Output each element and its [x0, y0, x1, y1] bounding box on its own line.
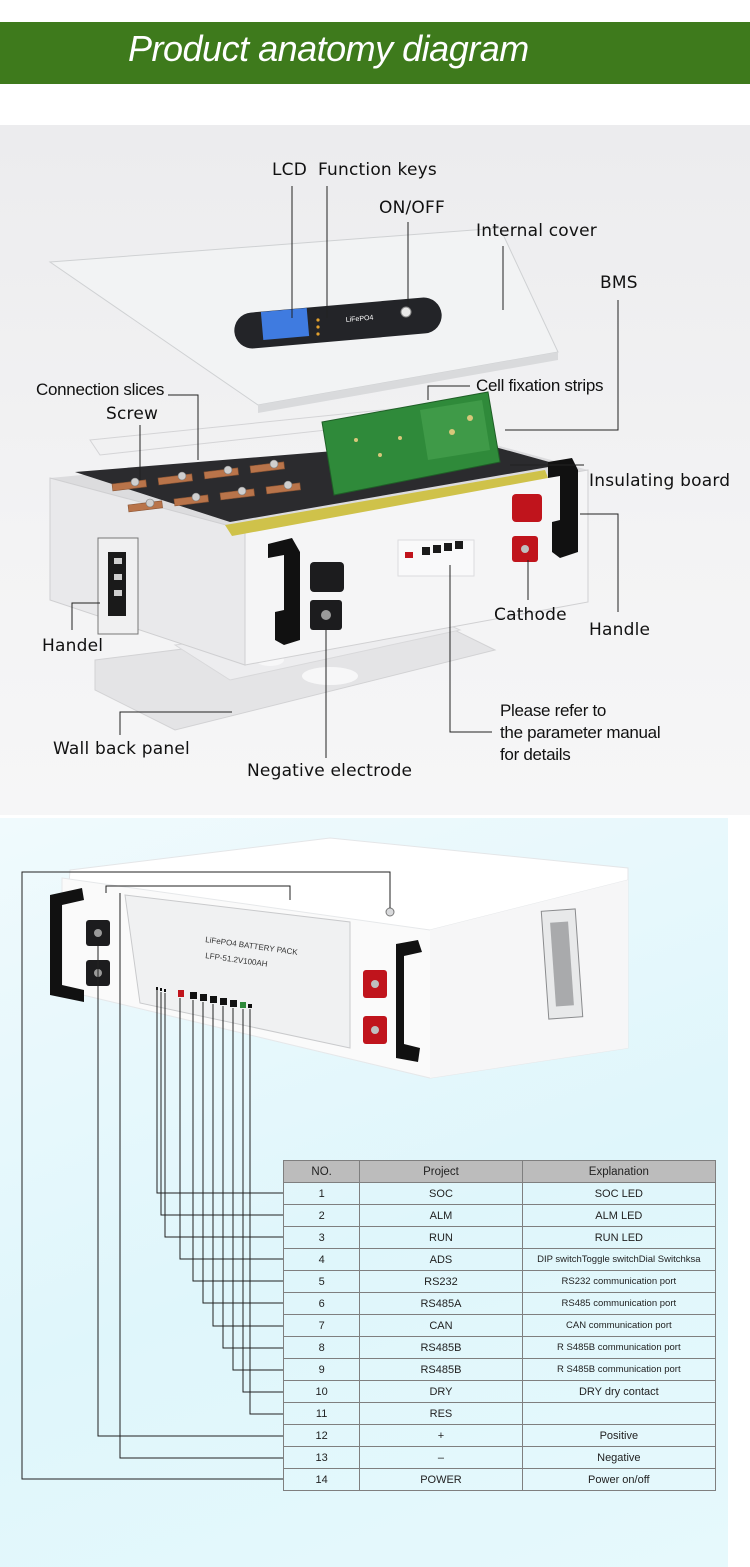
- cell-project: RES: [359, 1402, 523, 1425]
- label-refer-line-3: for details: [500, 745, 571, 764]
- label-bms: BMS: [600, 273, 638, 293]
- cell-project: RUN: [359, 1226, 523, 1249]
- header-project: Project: [359, 1160, 523, 1183]
- label-insulating-board: Insulating board: [589, 471, 731, 491]
- handel-leader: [71, 602, 100, 630]
- cell-explanation: Power on/off: [521, 1468, 717, 1491]
- cell-project: –: [359, 1446, 523, 1469]
- cell-explanation: DRY dry contact: [521, 1380, 717, 1403]
- cell-no: 2: [282, 1204, 361, 1227]
- cell-project: RS485B: [359, 1336, 523, 1359]
- screws: [130, 459, 293, 508]
- cell-project: SOC: [359, 1182, 523, 1205]
- negative-cap: [310, 562, 344, 592]
- cell-explanation: Negative: [521, 1446, 717, 1469]
- label-internal-cover: Internal cover: [476, 221, 597, 241]
- cell-project: POWER: [359, 1468, 523, 1491]
- cell-explanation: R S485B communication port: [521, 1358, 717, 1381]
- cell-explanation: RS485 communication port: [521, 1292, 717, 1315]
- cell-no: 7: [282, 1314, 361, 1337]
- cell-no: 6: [282, 1292, 361, 1315]
- table-row: 12+Positive: [282, 1424, 717, 1447]
- label-handel: Handel: [42, 636, 104, 656]
- cell-no: 14: [282, 1468, 361, 1491]
- cell-explanation: RUN LED: [521, 1226, 717, 1249]
- label-function-keys: Function keys: [318, 160, 437, 180]
- wall-back-panel-leader: [119, 711, 232, 735]
- cell-no: 11: [282, 1402, 361, 1425]
- on-off-button: [400, 306, 412, 318]
- table-row: 13–Negative: [282, 1446, 717, 1469]
- label-refer-line-1: Please refer to: [500, 701, 607, 720]
- header-explanation: Explanation: [521, 1160, 717, 1183]
- title-banner: Product anatomy diagram: [0, 22, 750, 84]
- cell-explanation: R S485B communication port: [521, 1336, 717, 1359]
- parameter-manual-leader: [449, 565, 492, 733]
- exploded-battery-illustration: LiFePO4: [48, 186, 619, 758]
- label-on-off: ON/OFF: [379, 198, 445, 218]
- handle-leader: [580, 513, 619, 612]
- cell-project: DRY: [359, 1380, 523, 1403]
- cell-explanation: [521, 1402, 717, 1425]
- front-right-handle: [548, 458, 578, 558]
- label-lcd: LCD: [272, 160, 308, 180]
- cell-no: 4: [282, 1248, 361, 1271]
- cell-fixation-leader: [427, 385, 470, 400]
- cell-explanation: Positive: [521, 1424, 717, 1447]
- insulating-board-strip: [225, 470, 548, 536]
- label-cell-fixation-strips: Cell fixation strips: [476, 376, 604, 395]
- cell-project: CAN: [359, 1314, 523, 1337]
- cell-explanation: DIP switchToggle switchDial Switchksa: [521, 1248, 717, 1271]
- label-negative-electrode: Negative electrode: [247, 761, 413, 781]
- label-cathode: Cathode: [494, 605, 567, 625]
- cell-project: +: [359, 1424, 523, 1447]
- lcd-badge-text: LiFePO4: [346, 315, 374, 324]
- cell-explanation: SOC LED: [521, 1182, 717, 1205]
- lcd-screen: [260, 308, 310, 340]
- page-title: Product anatomy diagram: [128, 28, 529, 69]
- cell-project: RS485B: [359, 1358, 523, 1381]
- cell-no: 8: [282, 1336, 361, 1359]
- cell-no: 5: [282, 1270, 361, 1293]
- cell-project: RS485A: [359, 1292, 523, 1315]
- label-connection-slices: Connection slices: [36, 380, 165, 399]
- label-refer-line-2: the parameter manual: [500, 723, 661, 742]
- cell-no: 13: [282, 1446, 361, 1469]
- cell-explanation: ALM LED: [521, 1204, 717, 1227]
- cell-no: 9: [282, 1358, 361, 1381]
- label-screw: Screw: [106, 404, 159, 424]
- cell-no: 1: [282, 1182, 361, 1205]
- cell-project: ALM: [359, 1204, 523, 1227]
- cell-explanation: CAN communication port: [521, 1314, 717, 1337]
- cell-no: 3: [282, 1226, 361, 1249]
- cell-project: ADS: [359, 1248, 523, 1271]
- leader-lines: [71, 186, 619, 758]
- front-left-handle: [268, 538, 300, 645]
- bms-leader: [505, 300, 619, 431]
- cell-explanation: RS232 communication port: [521, 1270, 717, 1293]
- cell-no: 12: [282, 1424, 361, 1447]
- header-no: NO.: [282, 1160, 361, 1183]
- label-wall-back-panel: Wall back panel: [53, 739, 190, 759]
- label-handle: Handle: [589, 620, 651, 640]
- table-header-row: NO. Project Explanation: [282, 1160, 717, 1183]
- connection-slices-leader: [168, 394, 199, 460]
- cathode-cap: [512, 494, 542, 522]
- cell-no: 10: [282, 1380, 361, 1403]
- cell-project: RS232: [359, 1270, 523, 1293]
